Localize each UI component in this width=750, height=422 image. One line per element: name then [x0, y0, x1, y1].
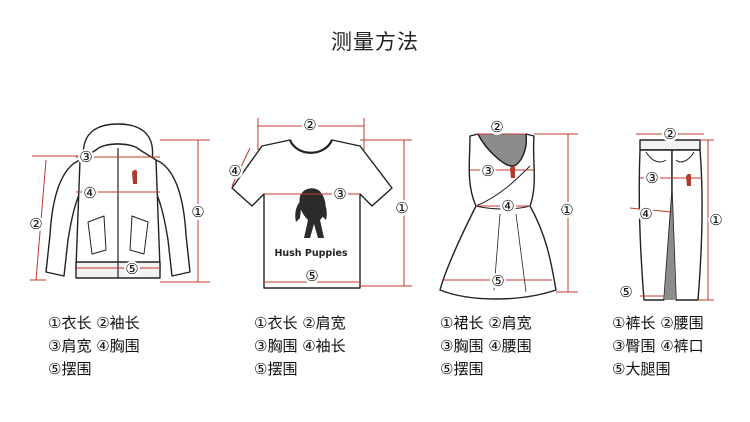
- legend-line: ⑤摆围: [254, 360, 298, 378]
- pants-right-leg: [671, 149, 703, 301]
- jacket-logo-icon: [132, 169, 138, 184]
- badge-bg: [480, 163, 496, 179]
- hush-puppies-logo: Hush Puppies: [274, 188, 348, 259]
- jacket-diagram: [45, 123, 191, 279]
- badge-bg: [662, 126, 678, 142]
- badge-bg: [190, 204, 206, 220]
- measure-number-badge: ②: [490, 118, 503, 136]
- measure-number-badge: ②: [303, 116, 316, 134]
- measure-number-badge: ④: [228, 162, 241, 180]
- jacket-right-sleeve: [153, 159, 191, 277]
- tshirt-collar: [288, 139, 334, 154]
- legend-line: ③臀围 ④裤口: [612, 337, 704, 355]
- measure-number-badge: ②: [29, 215, 42, 233]
- badge-bg: [500, 198, 516, 214]
- measure-number-badge: ⑤: [125, 260, 138, 278]
- legend-line: ⑤摆围: [48, 360, 92, 378]
- badge-bg: [490, 273, 506, 289]
- legend-line: ③肩宽 ④胸围: [48, 337, 140, 355]
- pants-legend: ①裤长 ②腰围 ③臀围 ④裤口 ⑤大腿围: [612, 312, 704, 381]
- legend-line: ⑤大腿围: [612, 360, 671, 378]
- legend-line: ①衣长 ②肩宽: [254, 314, 346, 332]
- basset-hound-icon: [299, 188, 326, 238]
- jacket-pocket-right: [129, 215, 149, 255]
- page-title: 测量方法: [331, 30, 419, 54]
- jacket-left-sleeve: [45, 159, 83, 277]
- dress-neckline: [477, 133, 527, 167]
- pants-pocket-right: [675, 151, 695, 163]
- pants-logo-icon: [686, 173, 692, 186]
- measure-number-badge: ①: [395, 199, 408, 217]
- badge-bg: [78, 149, 94, 165]
- measure-number-badge: ③: [645, 169, 658, 187]
- measure-number-badge: ④: [83, 184, 96, 202]
- tshirt-legend: ①衣长 ②肩宽 ③胸围 ④袖长 ⑤摆围: [254, 312, 346, 381]
- measure-number-badge: ①: [191, 203, 204, 221]
- dress-logo-icon: [510, 165, 516, 178]
- pants-diagram: [638, 139, 703, 301]
- measure-number-badge: ②: [663, 125, 676, 143]
- jacket-legend: ①衣长 ②袖长 ③肩宽 ④胸围 ⑤摆围: [48, 312, 140, 381]
- badge-bg: [302, 117, 318, 133]
- measure-number-badge: ③: [79, 148, 92, 166]
- measure-number-badge: ③: [333, 185, 346, 203]
- measure-number-badge: ④: [501, 197, 514, 215]
- badge-bg: [489, 119, 505, 135]
- badge-bg: [708, 212, 724, 228]
- measure-number-badge: ①: [560, 201, 573, 219]
- pants-inner-shadow: [664, 196, 676, 300]
- legend-line: ③胸围 ④袖长: [254, 337, 346, 355]
- badge-bg: [638, 206, 654, 222]
- badge-bg: [559, 202, 575, 218]
- badge-bg: [644, 170, 660, 186]
- legend-line: ③胸围 ④腰围: [440, 337, 532, 355]
- measure-number-badge: ⑤: [619, 283, 632, 301]
- measure-number-badge: ③: [481, 162, 494, 180]
- legend-line: ⑤摆围: [440, 360, 484, 378]
- legend-line: ①裤长 ②腰围: [612, 314, 704, 332]
- measure-number-badge: ⑤: [305, 267, 318, 285]
- jacket-pocket-left: [87, 215, 107, 255]
- measure-number-badge: ④: [639, 205, 652, 223]
- legend-line: ①衣长 ②袖长: [48, 314, 140, 332]
- badge-bg: [124, 261, 140, 277]
- measure-number-badge: ①: [709, 211, 722, 229]
- badge-bg: [332, 186, 348, 202]
- measure-number-badge: ⑤: [491, 272, 504, 290]
- badge-bg: [394, 200, 410, 216]
- badge-bg: [227, 163, 243, 179]
- dress-legend: ①裙长 ②肩宽 ③胸围 ④腰围 ⑤摆围: [440, 312, 532, 381]
- badge-bg: [304, 268, 320, 284]
- logo-text: Hush Puppies: [274, 248, 347, 259]
- pants-left-leg: [638, 149, 673, 301]
- badge-bg: [82, 185, 98, 201]
- badge-bg: [28, 216, 44, 232]
- legend-line: ①裙长 ②肩宽: [440, 314, 532, 332]
- badge-bg: [618, 284, 634, 300]
- pants-pocket-left: [645, 151, 667, 163]
